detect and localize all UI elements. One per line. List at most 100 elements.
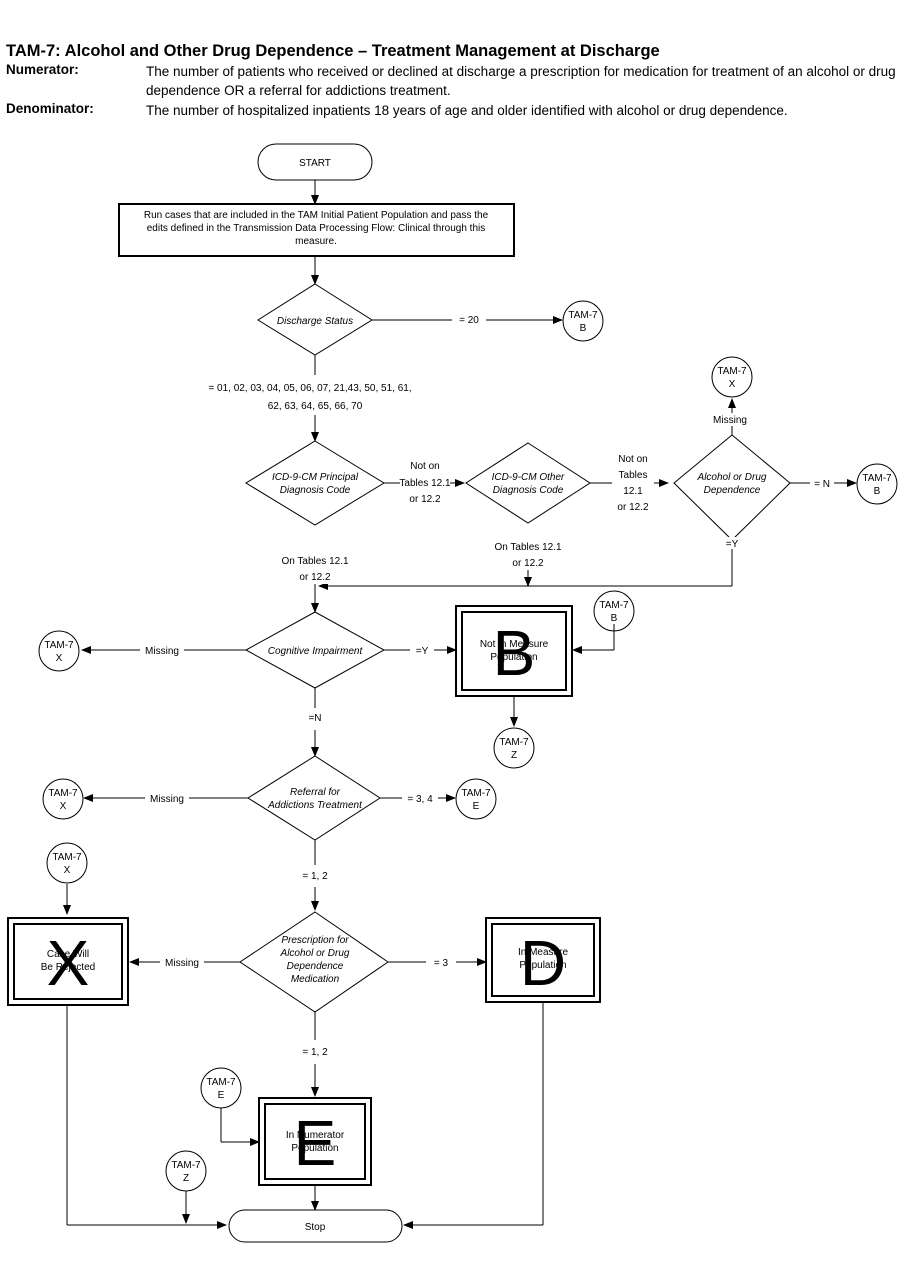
edge-label-on-tables-1a: On Tables 12.1: [281, 556, 349, 567]
edge-label-on-tables-2b: or 12.2: [512, 558, 544, 569]
rejected-line2: Be Rejected: [41, 962, 95, 973]
conn-e1-top: TAM-7: [461, 788, 491, 799]
numerator-text: The number of patients who received or d…: [146, 64, 896, 98]
prescription-line1: Prescription for: [281, 935, 349, 946]
in-measure-letter: D: [520, 927, 566, 999]
run-cases-line2: edits defined in the Transmission Data P…: [147, 223, 486, 234]
edge-label-eq-12-referral: = 1, 2: [302, 871, 328, 882]
cognitive-impairment-decision: [244, 611, 386, 689]
edge-label-not-on-1b: Tables 12.1: [399, 478, 451, 489]
connector-tam7-x-4: [46, 842, 88, 884]
conn-b1-top: TAM-7: [568, 310, 598, 321]
conn-x1-top: TAM-7: [717, 366, 747, 377]
not-in-measure-box: [455, 605, 573, 697]
conn-z1-top: TAM-7: [499, 737, 529, 748]
rejected-box: [7, 917, 129, 1006]
edge-label-not-on-1a: Not on: [410, 461, 439, 472]
run-cases-box: [118, 203, 515, 257]
alcohol-dep-line1: Alcohol or Drug: [697, 472, 767, 483]
edge-label-eq20: = 20: [459, 315, 479, 326]
start-label: START: [299, 158, 331, 169]
principal-dx-line1: ICD-9-CM Principal: [272, 472, 359, 483]
edge-label-eq-34: = 3, 4: [407, 794, 433, 805]
stop-terminal: [228, 1209, 403, 1243]
referral-line1: Referral for: [290, 787, 341, 798]
conn-x2-top: TAM-7: [44, 640, 74, 651]
denominator-text: The number of hospitalized inpatients 18…: [146, 103, 788, 118]
conn-e2-letter: E: [218, 1090, 225, 1101]
discharge-status-label: Discharge Status: [277, 316, 353, 327]
edge-label-missing-referral: Missing: [150, 794, 184, 805]
conn-x3-letter: X: [60, 801, 67, 812]
edge-label-on-tables-1b: or 12.2: [299, 572, 331, 583]
in-measure-line2: Population: [519, 960, 566, 971]
conn-z2-letter: Z: [183, 1173, 189, 1184]
discharge-status-decision: [257, 283, 373, 356]
edge-label-not-on-1c: or 12.2: [409, 494, 441, 505]
conn-x1-letter: X: [729, 379, 736, 390]
edge-label-on-tables-2a: On Tables 12.1: [494, 542, 562, 553]
start-terminal: [257, 143, 373, 181]
prescription-line3: Dependence: [287, 961, 344, 972]
principal-dx-line2: Diagnosis Code: [280, 485, 351, 496]
principal-dx-decision: [245, 440, 385, 526]
edge-label-eq-n2: =N: [308, 713, 321, 724]
connector-tam7-b-3: [593, 590, 635, 632]
run-cases-line1: Run cases that are included in the TAM I…: [144, 210, 489, 221]
edge-label-eq-12-prescription: = 1, 2: [302, 1047, 328, 1058]
conn-x4-top: TAM-7: [52, 852, 82, 863]
edge-label-discharge-codes-2: 62, 63, 64, 65, 66, 70: [268, 401, 363, 412]
edge-label-not-on-2b: Tables: [619, 470, 648, 481]
rejected-line1: Case Will: [47, 949, 89, 960]
numerator-line2: Population: [291, 1143, 338, 1154]
edge-label-eq-y-alcohol: =Y: [726, 539, 739, 550]
conn-x2-letter: X: [56, 653, 63, 664]
conn-x3-top: TAM-7: [48, 788, 78, 799]
edge-label-not-on-2a: Not on: [618, 454, 647, 465]
cognitive-label: Cognitive Impairment: [268, 646, 364, 657]
numerator-label: Numerator:: [6, 62, 79, 77]
conn-e1-letter: E: [473, 801, 480, 812]
edge-label-missing-alcohol: Missing: [713, 415, 747, 426]
connector-tam7-z-2: [165, 1150, 207, 1192]
conn-x4-letter: X: [64, 865, 71, 876]
prescription-line4: Medication: [291, 974, 340, 985]
conn-b3-letter: B: [611, 613, 618, 624]
conn-z1-letter: Z: [511, 750, 517, 761]
numerator-letter: E: [294, 1107, 337, 1179]
conn-b2-letter: B: [874, 486, 881, 497]
referral-line2: Addictions Treatment: [267, 800, 363, 811]
connector-tam7-e-2: [200, 1067, 242, 1109]
conn-z2-top: TAM-7: [171, 1160, 201, 1171]
run-cases-line3: measure.: [295, 236, 337, 247]
connector-tam7-x-1: [711, 356, 753, 398]
alcohol-dep-line2: Dependence: [704, 485, 761, 496]
stop-label: Stop: [305, 1222, 326, 1233]
conn-b1-letter: B: [580, 323, 587, 334]
referral-decision: [247, 755, 381, 841]
in-measure-line1: In Measure: [518, 947, 568, 958]
connector-tam7-b-2: [856, 463, 898, 505]
conn-b3-top: TAM-7: [599, 600, 629, 611]
in-measure-box: [485, 917, 601, 1003]
edge-label-not-on-2d: or 12.2: [617, 502, 649, 513]
not-in-measure-line1: Not In Measure: [480, 639, 549, 650]
conn-e2-top: TAM-7: [206, 1077, 236, 1088]
connector-tam7-b-1: [562, 300, 604, 342]
other-dx-line2: Diagnosis Code: [493, 485, 564, 496]
other-dx-line1: ICD-9-CM Other: [492, 472, 565, 483]
not-in-measure-line2: Population: [490, 652, 537, 663]
connector-tam7-e-1: [455, 778, 497, 820]
other-dx-decision: [465, 442, 591, 524]
connector-tam7-z-1: [493, 727, 535, 769]
prescription-line2: Alcohol or Drug: [280, 948, 350, 959]
edge-label-not-on-2c: 12.1: [623, 486, 643, 497]
prescription-decision: [239, 911, 389, 1013]
edge-label-discharge-codes-1: = 01, 02, 03, 04, 05, 06, 07, 21,43, 50,…: [208, 383, 411, 394]
connector-tam7-x-3: [42, 778, 84, 820]
page-title: TAM-7: Alcohol and Other Drug Dependence…: [6, 42, 660, 60]
not-in-measure-letter: B: [493, 617, 536, 689]
edge-label-missing-prescription: Missing: [165, 958, 199, 969]
rejected-letter: X: [47, 927, 90, 999]
